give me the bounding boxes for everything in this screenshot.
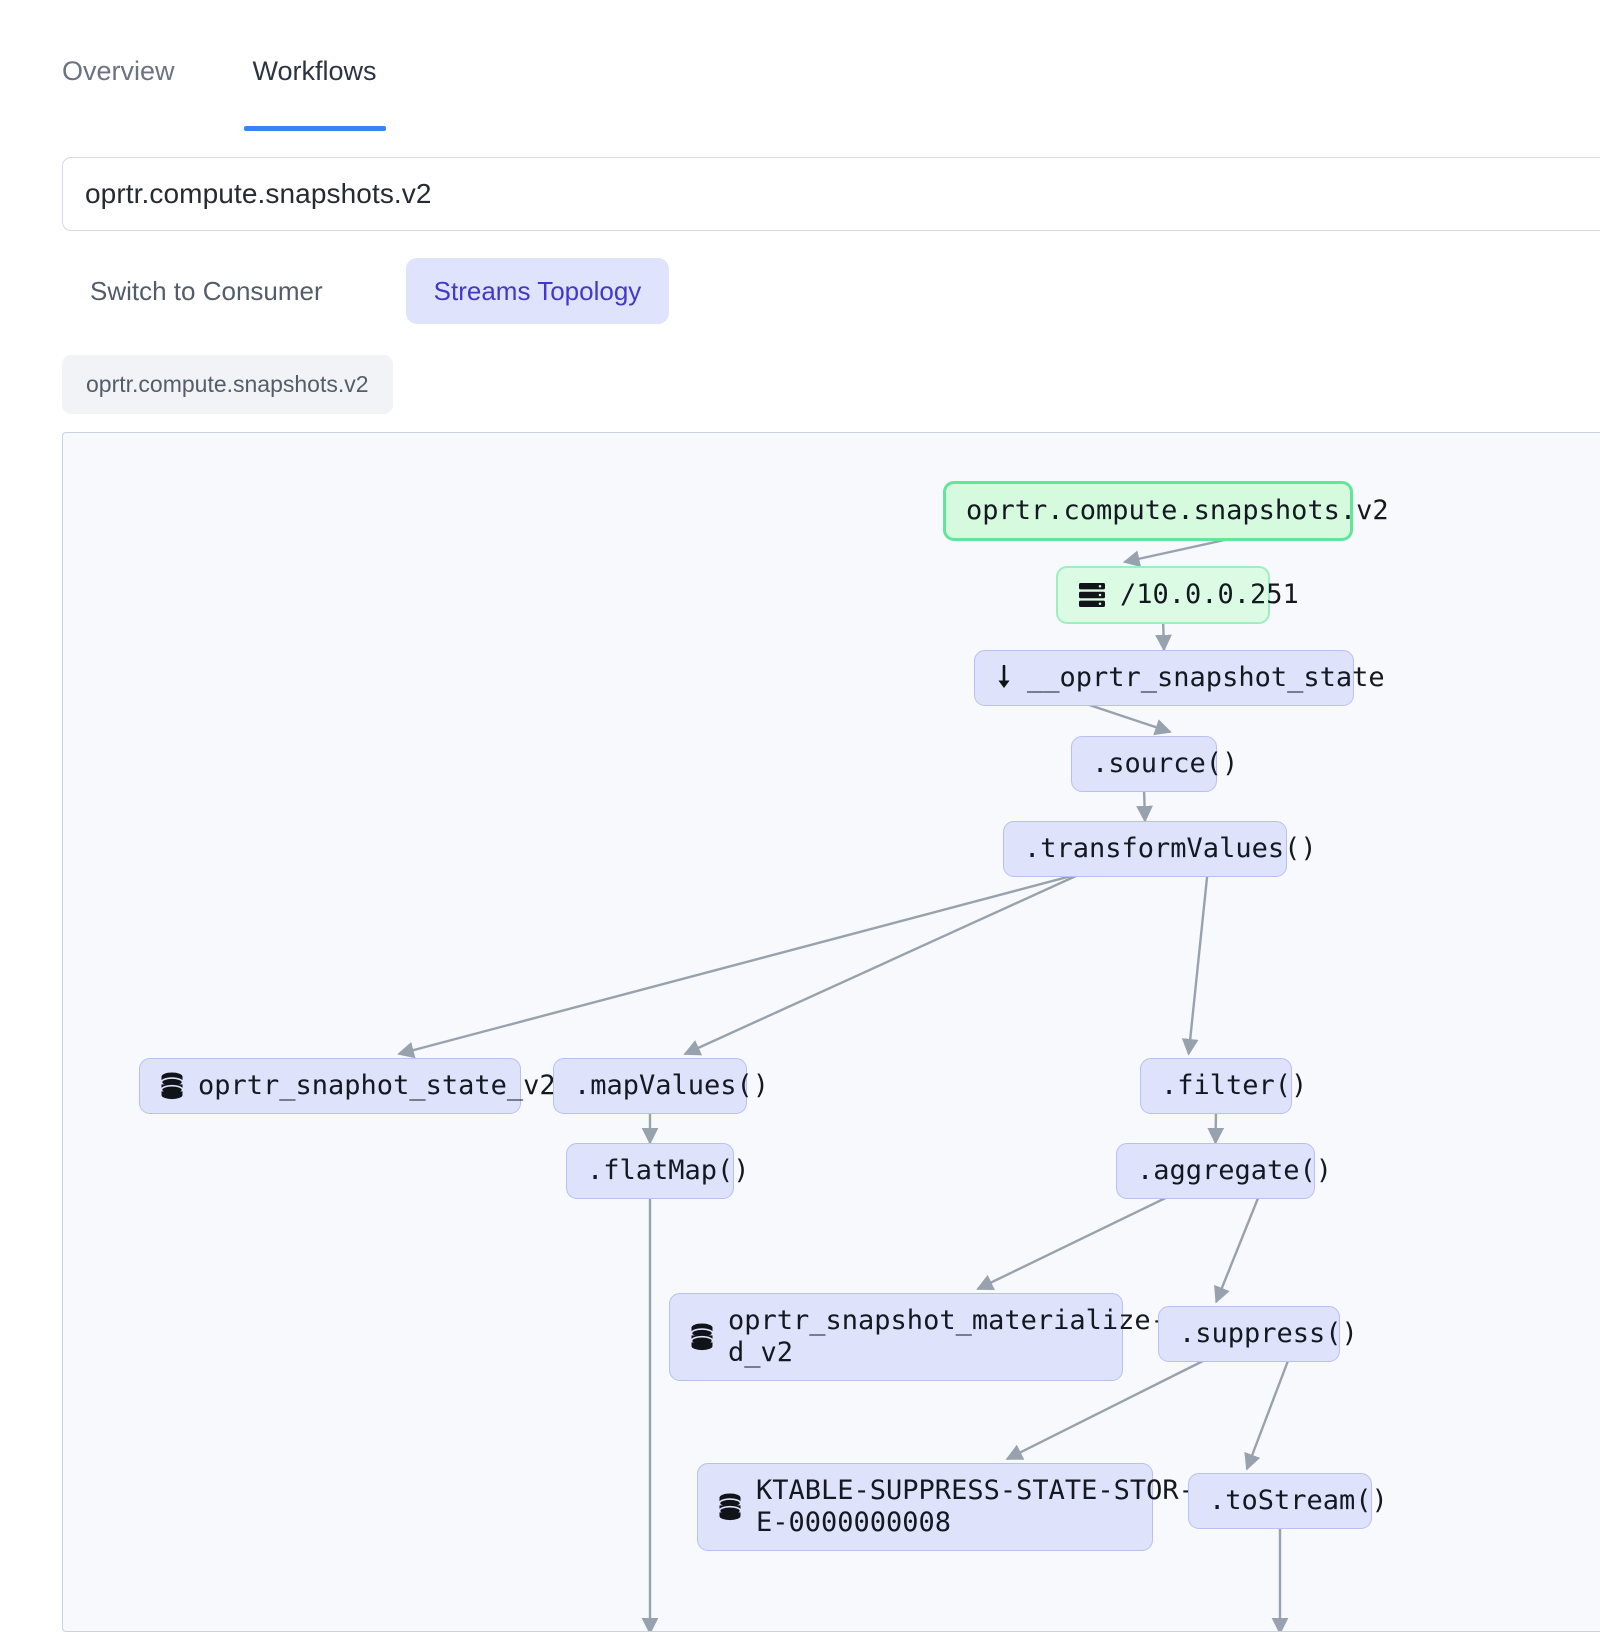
topic-pill[interactable]: oprtr.compute.snapshots.v2 — [62, 355, 393, 414]
graph-node-label: oprtr_snaphot_state_v2 — [198, 1070, 556, 1102]
graph-node-filter[interactable]: .filter() — [1140, 1058, 1292, 1114]
workflow-name-value: oprtr.compute.snapshots.v2 — [85, 178, 432, 210]
graph-node-store_state_v2[interactable]: oprtr_snaphot_state_v2 — [139, 1058, 521, 1114]
graph-node-store_mat_v2[interactable]: oprtr_snapshot_materialize- d_v2 — [669, 1293, 1123, 1381]
graph-node-label: /10.0.0.251 — [1120, 579, 1299, 611]
graph-edge-aggregate-to-store_mat_v2 — [978, 1195, 1172, 1289]
graph-edge-transformvalues-to-filter — [1189, 873, 1208, 1054]
graph-edge-source-to-transformvalues — [1144, 788, 1145, 821]
graph-edge-state_topic-to-source — [1080, 702, 1170, 732]
graph-node-label: oprtr.compute.snapshots.v2 — [966, 495, 1389, 527]
graph-node-aggregate[interactable]: .aggregate() — [1116, 1143, 1315, 1199]
graph-node-label: .transformValues() — [1024, 833, 1317, 865]
database-icon — [690, 1323, 714, 1351]
graph-node-label: .suppress() — [1179, 1318, 1358, 1350]
graph-edge-filter-to-aggregate — [1216, 1110, 1217, 1143]
graph-node-tostream[interactable]: .toStream() — [1188, 1473, 1372, 1529]
graph-node-label: __oprtr_snapshot_state — [1027, 662, 1385, 694]
topology-canvas[interactable]: oprtr.compute.snapshots.v2/10.0.0.251 __o… — [62, 432, 1600, 1632]
graph-node-transformvalues[interactable]: .transformValues() — [1003, 821, 1287, 877]
tab-overview[interactable]: Overview — [62, 44, 175, 85]
graph-node-store_ktable[interactable]: KTABLE-SUPPRESS-STATE-STOR- E-0000000008 — [697, 1463, 1153, 1551]
graph-edge-suppress-to-tostream — [1247, 1358, 1289, 1469]
tab-overview-label: Overview — [62, 56, 175, 86]
topology-edges — [63, 433, 1600, 1632]
tab-workflows-label: Workflows — [253, 56, 377, 86]
graph-node-label: .source() — [1092, 748, 1238, 780]
server-icon — [1078, 582, 1106, 608]
graph-node-suppress[interactable]: .suppress() — [1158, 1306, 1340, 1362]
mode-toggle-group: Switch to Consumer Streams Topology — [62, 258, 669, 324]
tab-bar: Overview Workflows — [62, 44, 377, 85]
graph-node-label: .flatMap() — [587, 1155, 750, 1187]
database-icon — [160, 1072, 184, 1100]
graph-edge-aggregate-to-suppress — [1216, 1195, 1259, 1302]
graph-node-source[interactable]: .source() — [1071, 736, 1217, 792]
graph-node-label: .mapValues() — [574, 1070, 769, 1102]
tab-active-underline — [244, 126, 386, 131]
graph-node-label: KTABLE-SUPPRESS-STATE-STOR- E-0000000008 — [756, 1475, 1195, 1539]
switch-to-consumer-button[interactable]: Switch to Consumer — [62, 258, 351, 324]
graph-node-label: oprtr_snapshot_materialize- d_v2 — [728, 1305, 1167, 1369]
graph-node-flatmap[interactable]: .flatMap() — [566, 1143, 734, 1199]
graph-edge-transformvalues-to-store_state_v2 — [399, 873, 1083, 1054]
graph-node-mapvalues[interactable]: .mapValues() — [553, 1058, 747, 1114]
database-icon — [718, 1493, 742, 1521]
graph-node-app[interactable]: oprtr.compute.snapshots.v2 — [943, 481, 1353, 541]
down-arrow-icon — [995, 665, 1013, 691]
tab-workflows[interactable]: Workflows — [253, 44, 377, 85]
workflow-name-input[interactable]: oprtr.compute.snapshots.v2 — [62, 157, 1600, 231]
graph-node-state_topic[interactable]: __oprtr_snapshot_state — [974, 650, 1354, 706]
graph-node-label: .toStream() — [1209, 1485, 1388, 1517]
streams-topology-button[interactable]: Streams Topology — [406, 258, 670, 324]
graph-node-host[interactable]: /10.0.0.251 — [1056, 566, 1270, 624]
graph-node-label: .aggregate() — [1137, 1155, 1332, 1187]
graph-node-label: .filter() — [1161, 1070, 1307, 1102]
